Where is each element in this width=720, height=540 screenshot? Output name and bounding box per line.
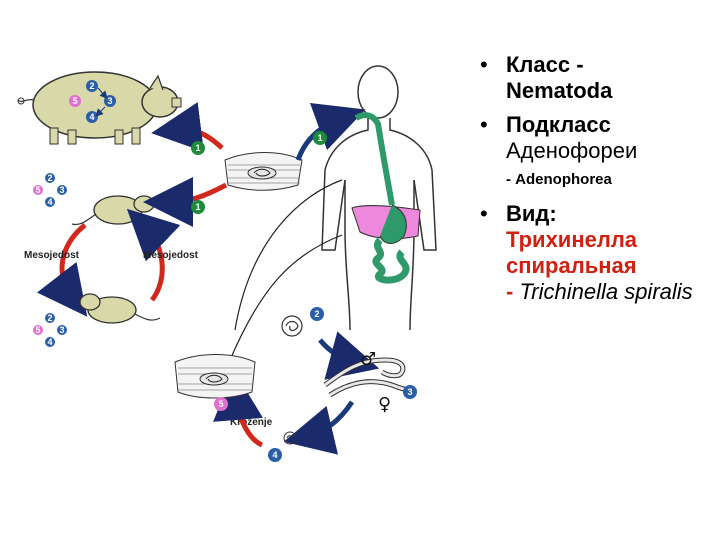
arrow-larva-to-muscle [213, 370, 264, 448]
bullet-subclass: • Подкласс Аденофореи - Adenophorea [478, 112, 714, 193]
bullet-class: • Класс - Nematoda [478, 52, 714, 104]
svg-text:1: 1 [317, 133, 322, 143]
arrow-muscle-to-rat [143, 176, 228, 227]
svg-text:2: 2 [89, 81, 94, 91]
line-human-left [229, 234, 343, 361]
female-symbol: ♀ [378, 394, 391, 415]
svg-text:1: 1 [195, 143, 200, 153]
svg-text:3: 3 [59, 325, 64, 335]
muscle-tissue-cyst-bottom [174, 354, 256, 399]
species-latin: Trichinella spiralis [519, 279, 693, 304]
svg-text:1: 1 [195, 202, 200, 212]
svg-text:4: 4 [47, 197, 52, 207]
svg-text:5: 5 [72, 96, 77, 106]
rat-bottom-illustration [79, 293, 161, 324]
svg-text:4: 4 [89, 112, 94, 122]
svg-text:3: 3 [407, 387, 412, 397]
line-from-intestine-to-circulation [234, 179, 343, 331]
species-dash: - [506, 279, 520, 304]
bullet-dot: • [480, 52, 488, 77]
label-mesojedost-right: Mesojedost [143, 250, 199, 261]
arrow-rat-loop-right [126, 208, 181, 302]
bullet-dot: • [480, 201, 488, 226]
subclass-label: Подкласс [506, 112, 611, 137]
larva-coiled-stage-2 [281, 315, 303, 337]
arrow-muscle-to-pig [151, 102, 224, 152]
label-mesojedost-left: Mesojedost [24, 250, 80, 261]
arrow-larva-to-adults [318, 331, 380, 380]
label-krozenje: Kroženje [230, 417, 273, 428]
human-digestive-tract [351, 112, 421, 284]
svg-text:2: 2 [47, 313, 52, 323]
human-body-outline [321, 65, 437, 331]
rat-bottom-cycle-markers: 2 5 3 4 [33, 313, 67, 347]
svg-text:5: 5 [218, 399, 223, 409]
arrow-rat-loop-left [36, 223, 88, 317]
subclass-latin: - Adenophorea [506, 171, 612, 188]
svg-text:3: 3 [107, 96, 112, 106]
arrow-adults-to-larva [283, 400, 355, 455]
svg-text:4: 4 [272, 450, 277, 460]
rat-top-cycle-markers: 2 5 3 4 [33, 173, 67, 207]
bullet-species: • Вид: Трихинелла спиральная - Trichinel… [478, 201, 714, 305]
svg-text:5: 5 [35, 185, 40, 195]
svg-text:4: 4 [47, 337, 52, 347]
svg-text:2: 2 [314, 309, 319, 319]
class-label: Класс - [506, 52, 584, 77]
rat-top-illustration [71, 195, 155, 226]
subclass-value: Аденофореи [506, 138, 638, 163]
svg-text:5: 5 [35, 325, 40, 335]
bullet-dot: • [480, 112, 488, 137]
species-value: Трихинелла спиральная [506, 227, 638, 278]
male-symbol: ♂ [360, 349, 376, 370]
classification-panel: • Класс - Nematoda • Подкласс Аденофореи… [478, 52, 714, 313]
svg-text:2: 2 [47, 173, 52, 183]
svg-text:3: 3 [59, 185, 64, 195]
species-label: Вид: [506, 201, 557, 226]
newborn-larva [283, 431, 297, 445]
class-value: Nematoda [506, 78, 613, 103]
pig-cycle-markers: 2 5 3 4 [69, 80, 116, 123]
pig-illustration [17, 71, 182, 145]
muscle-tissue-cyst-top [224, 152, 303, 191]
